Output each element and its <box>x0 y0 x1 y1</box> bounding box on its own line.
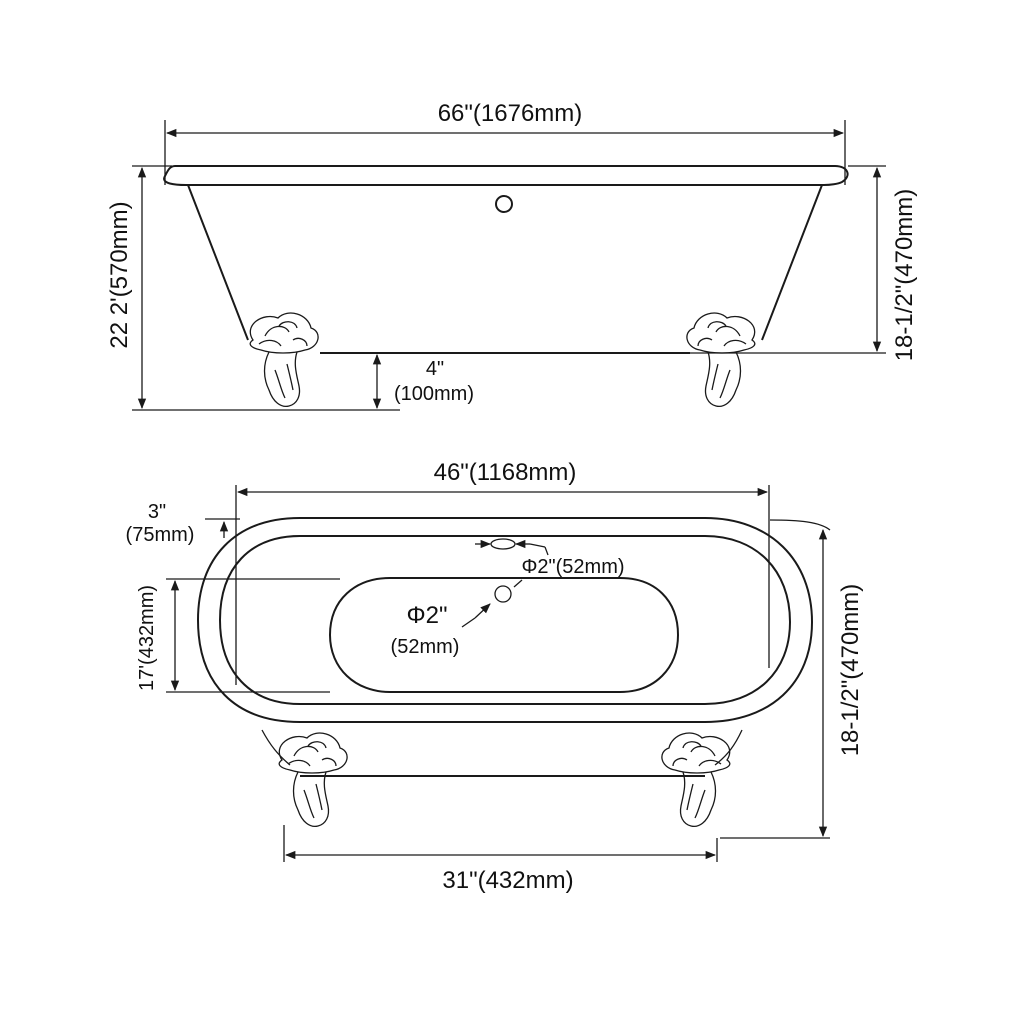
foot-height-mm-label: (100mm) <box>394 383 474 405</box>
tub-rim-side <box>163 165 849 186</box>
tub-basin <box>328 577 680 693</box>
overflow-hole-icon <box>495 195 513 213</box>
clawfoot-icon <box>686 312 756 408</box>
interior-length-label: 46"(1168mm) <box>434 459 577 486</box>
side-view: 66"(1676mm) 22 2'(570mm) 18-1/2"(470mm) … <box>106 100 918 411</box>
overall-length-label: 66"(1676mm) <box>438 100 583 127</box>
tub-body-side <box>187 184 823 341</box>
tub-inner-rim <box>218 535 792 705</box>
clawfoot-icon <box>278 732 348 828</box>
drain-diameter-in-label: Φ2" <box>406 602 447 629</box>
overflow-icon <box>490 538 516 550</box>
rim-height-label: 18-1/2"(470mm) <box>891 189 918 362</box>
clawfoot-icon <box>661 732 731 828</box>
top-view: 46"(1168mm) 3" (75mm) Φ2"(52mm) Φ2" (52m… <box>126 459 864 894</box>
clawfoot-icon <box>249 312 319 408</box>
drain-icon <box>494 585 512 603</box>
foot-spacing-label: 31"(432mm) <box>442 867 573 894</box>
overall-width-label: 18-1/2"(470mm) <box>837 584 864 757</box>
overflow-diameter-label: Φ2"(52mm) <box>521 556 624 578</box>
overall-height-label: 22 2'(570mm) <box>106 201 133 348</box>
interior-width-label: 17'(432mm) <box>136 585 158 691</box>
rim-width-in-label: 3" <box>148 501 166 523</box>
drain-diameter-mm-label: (52mm) <box>391 636 460 658</box>
foot-height-in-label: 4" <box>426 358 444 380</box>
rim-width-mm-label: (75mm) <box>126 524 195 546</box>
tub-outer-rim <box>196 517 814 723</box>
